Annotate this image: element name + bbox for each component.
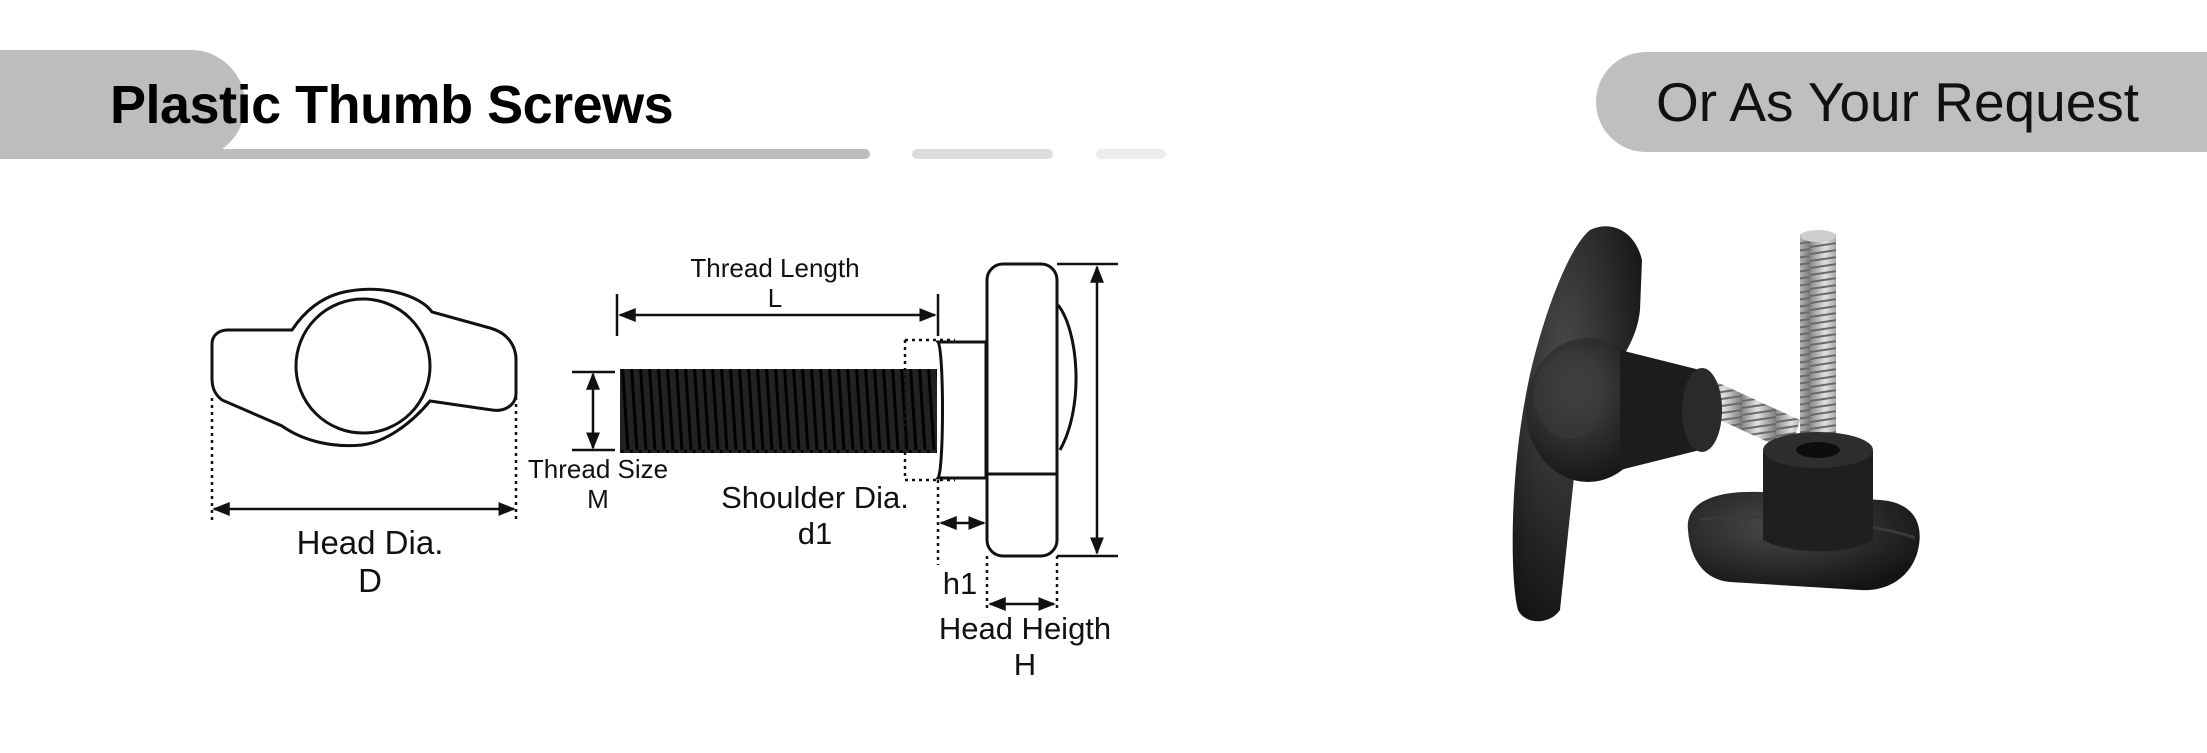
thread-length-name: Thread Length xyxy=(690,253,860,283)
standing-knob xyxy=(1687,432,1920,591)
header-rule-segment-faint xyxy=(1096,149,1166,159)
head-height-label: Head Heigth H xyxy=(920,611,1130,682)
head-height-name: Head Heigth xyxy=(938,611,1112,646)
product-image xyxy=(1512,226,1920,622)
thread-size-symbol: M xyxy=(587,483,609,514)
shoulder-dia-symbol: d1 xyxy=(797,515,833,551)
head-dia-symbol: D xyxy=(358,561,382,599)
header-rule xyxy=(0,149,870,159)
head-dia-name: Head Dia. xyxy=(296,524,444,561)
shoulder-height-symbol: h1 xyxy=(942,566,978,601)
dimension-drawing xyxy=(210,262,1118,612)
shoulder-dia-name: Shoulder Dia. xyxy=(721,480,909,515)
wing-head-top-view xyxy=(210,287,518,448)
overall-height-dimension xyxy=(1057,262,1118,558)
title-tab xyxy=(0,50,245,159)
head-height-dimension xyxy=(985,556,1059,612)
head-dia-label: Head Dia. D xyxy=(270,524,470,600)
shoulder-dia-guides xyxy=(903,338,955,482)
thread-size-name: Thread Size xyxy=(527,454,669,484)
thread-length-dimension xyxy=(615,294,940,336)
thread-size-label: Thread Size M xyxy=(518,454,678,515)
shoulder-dia-label: Shoulder Dia. d1 xyxy=(700,480,930,551)
screw-side-view xyxy=(620,262,1078,558)
upright-screw-stud xyxy=(1800,234,1836,464)
lying-knob xyxy=(1512,226,1722,622)
request-badge xyxy=(1596,52,2207,152)
head-height-symbol: H xyxy=(1013,646,1037,682)
shoulder-height-label: h1 xyxy=(935,566,985,602)
thread-size-dimension xyxy=(572,370,615,452)
shoulder-height-dimension xyxy=(936,480,986,565)
header-rule-segment xyxy=(912,149,1053,159)
page-title: Plastic Thumb Screws xyxy=(110,75,674,135)
head-dia-dimension xyxy=(210,355,518,520)
thread-length-label: Thread Length L xyxy=(680,253,870,314)
request-label: Or As Your Request xyxy=(1656,71,2140,133)
thread-length-symbol: L xyxy=(767,282,783,313)
